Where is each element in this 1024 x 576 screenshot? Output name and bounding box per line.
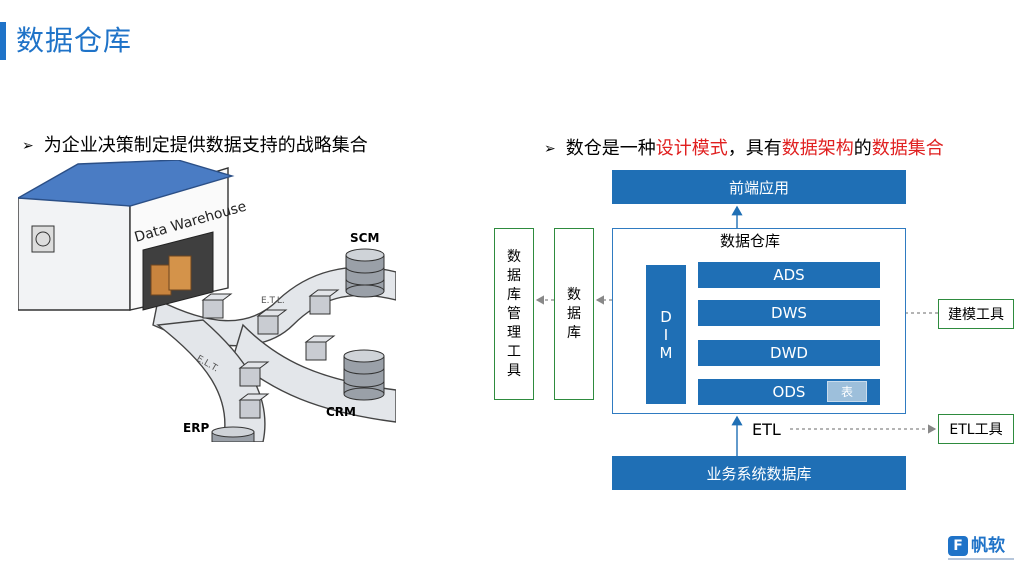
warehouse-box-2 xyxy=(168,255,192,291)
title-accent-bar xyxy=(0,22,6,60)
data-warehouse-label: 数据仓库 xyxy=(720,232,781,250)
data-cube-3 xyxy=(308,289,340,315)
dim-letter: I xyxy=(663,325,669,344)
bullet-arrow-icon: ➢ xyxy=(22,138,34,154)
scm-database-icon xyxy=(345,248,385,298)
business-system-db-box: 业务系统数据库 xyxy=(612,456,906,490)
dim-letter: D xyxy=(660,307,672,326)
warehouse-fan-blade xyxy=(35,231,51,247)
logo-mark-icon: F xyxy=(948,536,968,556)
warehouse-roof xyxy=(18,160,235,207)
data-warehouse-illustration: Data Warehouse E.T.L. E.L.T. SCM CRM ERP xyxy=(18,160,396,442)
crm-database-icon xyxy=(343,349,385,401)
data-cube-6 xyxy=(238,393,270,419)
right-bullet-highlight-2: 数据架构 xyxy=(781,138,854,159)
database-box: 数 据 库 xyxy=(554,228,594,400)
crm-label: CRM xyxy=(326,405,356,419)
left-bullet: ➢ 为企业决策制定提供数据支持的战略集合 xyxy=(22,134,368,158)
right-bullet-text-1: 数仓是一种 xyxy=(565,138,656,159)
erp-database-icon xyxy=(211,426,255,442)
dbm-char: 具 xyxy=(507,362,521,379)
dbm-char: 据 xyxy=(507,267,521,284)
logo-name: 帆软 xyxy=(971,536,1005,556)
table-tag: 表 xyxy=(827,381,867,402)
left-bullet-text: 为企业决策制定提供数据支持的战略集合 xyxy=(43,135,368,156)
frontend-app-box: 前端应用 xyxy=(612,170,906,204)
brand-logo: F 帆软 xyxy=(948,535,1016,563)
dbm-char: 数 xyxy=(507,248,521,265)
warehouse-fan xyxy=(31,225,55,253)
dbm-char: 库 xyxy=(507,286,521,303)
data-cube-1 xyxy=(201,293,233,319)
dim-layer-box: D I M xyxy=(646,265,686,404)
db-management-tool-box: 数 据 库 管 理 工 具 xyxy=(494,228,534,400)
modeling-tool-box: 建模工具 xyxy=(938,299,1014,329)
right-bullet-text-3: 的 xyxy=(853,138,872,159)
page-title: 数据仓库 xyxy=(16,24,133,57)
dim-letter: M xyxy=(659,343,673,362)
etl-label: ETL xyxy=(752,420,781,439)
right-bullet-highlight-3: 数据集合 xyxy=(871,138,944,159)
logo-tagline-graphic xyxy=(948,558,1014,560)
dbm-char: 管 xyxy=(507,305,521,322)
data-cube-4 xyxy=(304,335,336,361)
road-lower xyxy=(156,319,266,442)
etl-upper-label: E.T.L. xyxy=(261,296,285,306)
db-char: 数 xyxy=(567,286,581,303)
db-char: 据 xyxy=(567,305,581,322)
right-bullet-text-2: ，具有 xyxy=(727,138,782,159)
scm-label: SCM xyxy=(350,231,379,245)
ads-layer: ADS xyxy=(698,262,880,288)
dbm-char: 理 xyxy=(507,324,521,341)
dwd-layer: DWD xyxy=(698,340,880,366)
dws-layer: DWS xyxy=(698,300,880,326)
data-cube-2 xyxy=(256,309,288,335)
erp-label: ERP xyxy=(183,421,209,435)
db-char: 库 xyxy=(567,324,581,341)
bullet-arrow-icon: ➢ xyxy=(544,141,556,157)
right-bullet: ➢ 数仓是一种设计模式，具有数据架构的数据集合 xyxy=(544,137,944,161)
data-cube-5 xyxy=(238,361,270,387)
right-bullet-highlight-1: 设计模式 xyxy=(655,138,728,159)
etl-tool-box: ETL工具 xyxy=(938,414,1014,444)
dbm-char: 工 xyxy=(507,343,521,360)
